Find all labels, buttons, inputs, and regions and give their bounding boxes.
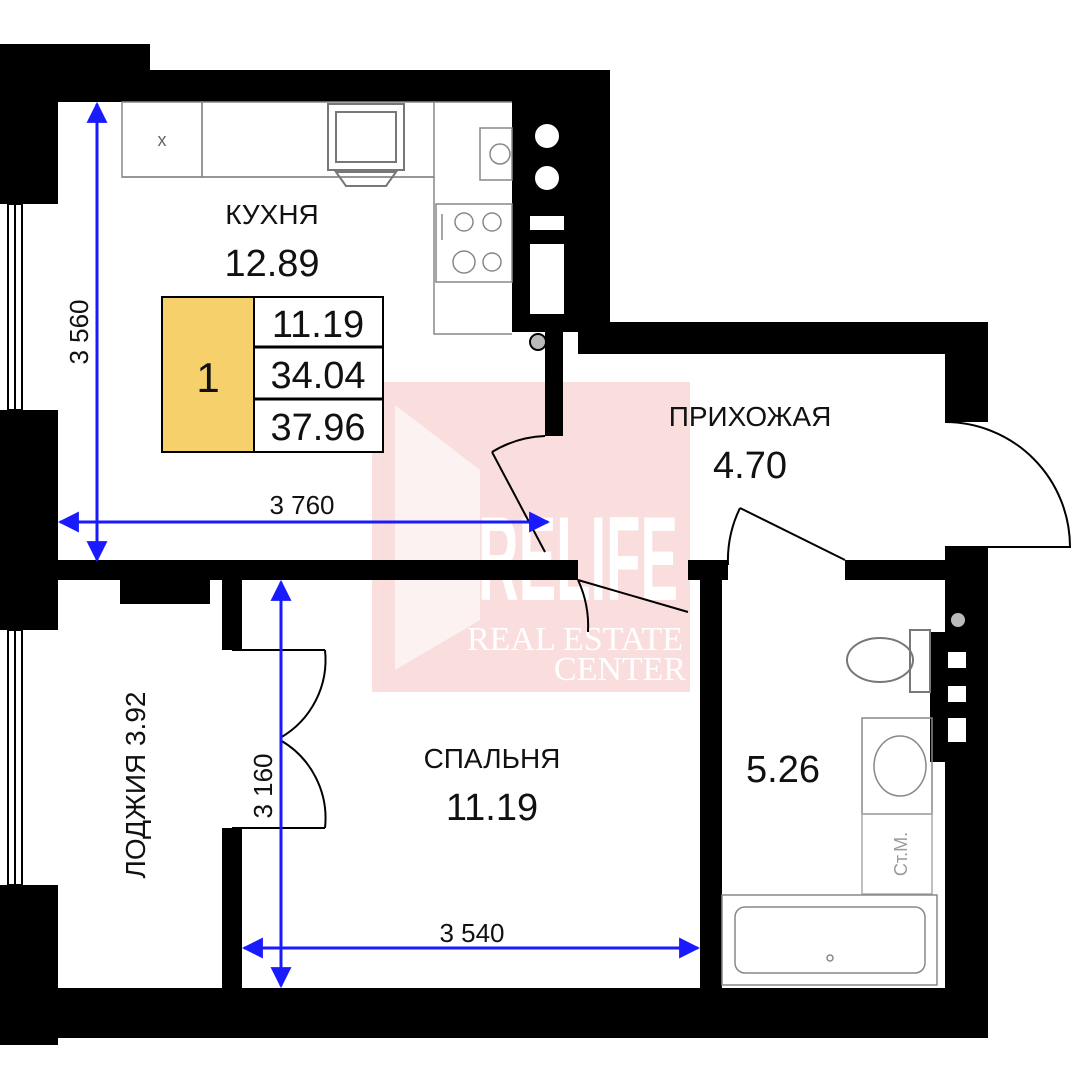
rooms-count-box (161, 296, 255, 453)
watermark-line1: REAL ESTATE (467, 621, 683, 658)
bathtub-icon (721, 894, 938, 986)
total-with-loggia: 37.96 (270, 407, 365, 449)
kitchen-counter (121, 101, 512, 335)
total-area: 34.04 (270, 355, 365, 397)
washbasin-icon (861, 717, 933, 815)
riser-pipes (529, 122, 967, 629)
dimension-lines (57, 101, 701, 989)
windows (7, 203, 23, 886)
utility-closet-label: Ст.М. (891, 832, 911, 876)
living-area: 11.19 (272, 304, 364, 346)
kitchen-area: 12.89 (224, 243, 319, 285)
area-summary (161, 296, 384, 453)
kitchen-width-dim: 3 760 (269, 490, 334, 520)
washing-machine-mark: x (158, 130, 167, 150)
hallway-area: 4.70 (713, 445, 787, 487)
sink-icon (479, 127, 513, 181)
riser-squares (530, 216, 966, 742)
bedroom-height-dim: 3 160 (248, 753, 278, 818)
doors (232, 421, 1072, 829)
watermark-line2: CENTER (554, 651, 687, 688)
bedroom-name: СПАЛЬНЯ (424, 743, 561, 774)
rooms-count: 1 (196, 354, 219, 401)
loggia-label: ЛОДЖИЯ 3.92 (120, 692, 151, 879)
hallway-name: ПРИХОЖАЯ (669, 401, 832, 432)
toilet-icon (846, 629, 931, 693)
watermark: RELIFE REAL ESTATE CENTER (372, 382, 690, 692)
bedroom-area: 11.19 (446, 787, 538, 829)
stove-icon (435, 203, 513, 283)
kitchen-height-dim: 3 560 (64, 299, 94, 364)
oven-icon (327, 103, 405, 187)
bedroom-width-dim: 3 540 (439, 918, 504, 948)
utility-closet (861, 813, 933, 895)
watermark-brand: RELIFE (478, 492, 678, 626)
bathroom-area: 5.26 (746, 749, 820, 791)
kitchen-name: КУХНЯ (225, 199, 319, 230)
